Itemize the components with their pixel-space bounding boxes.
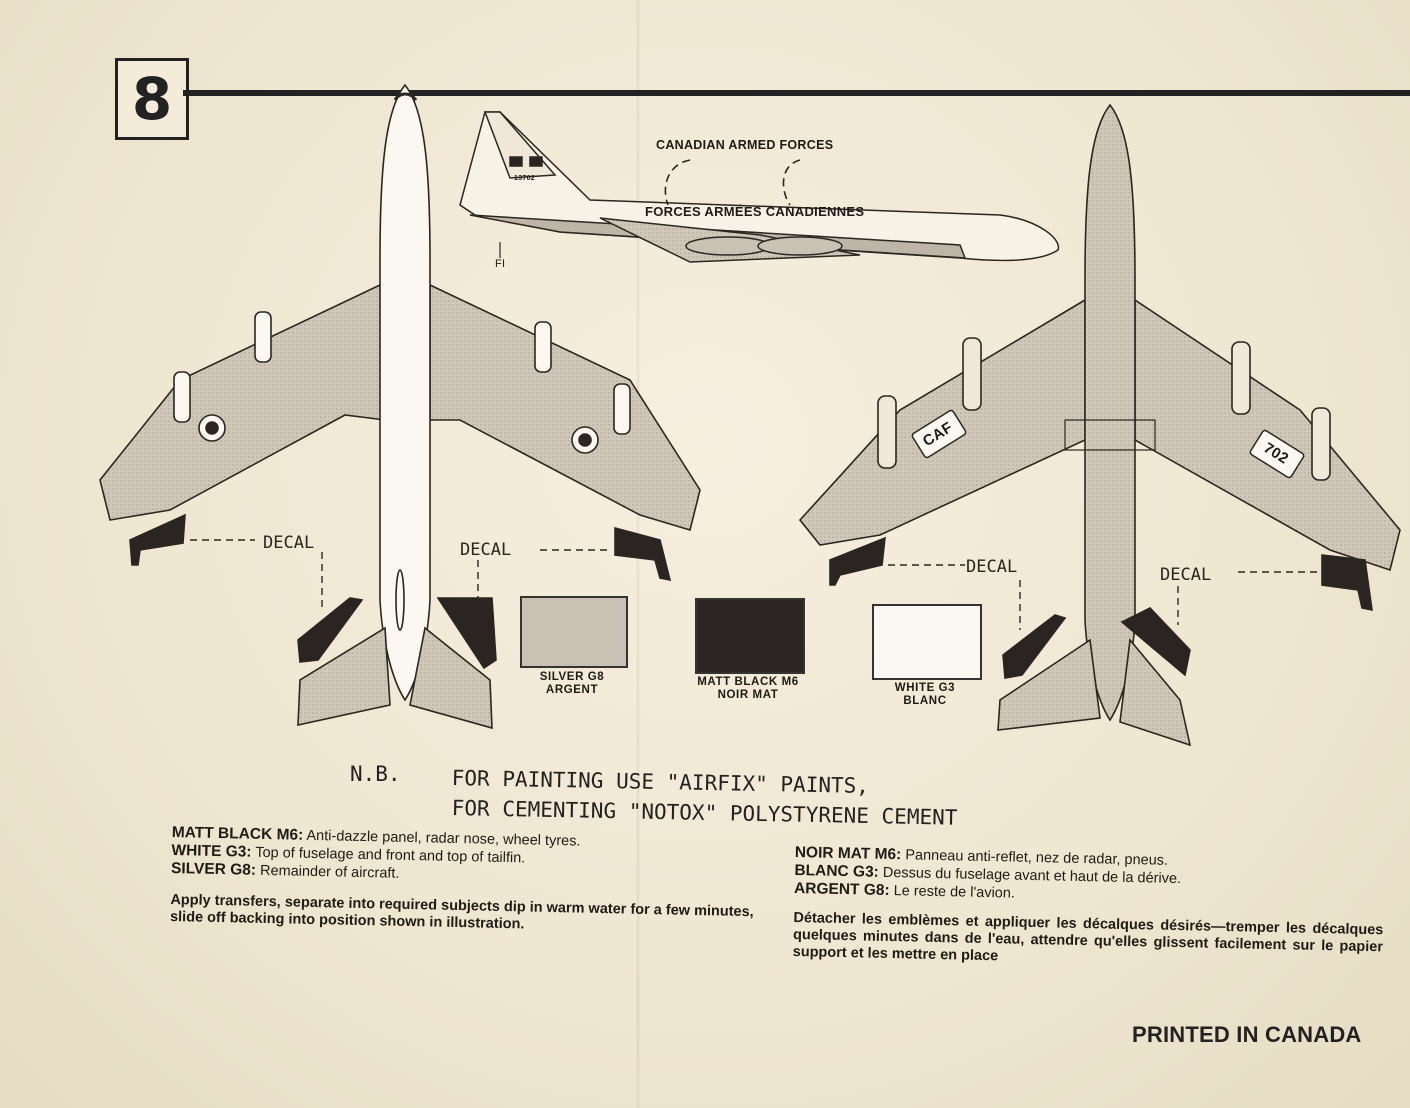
printed-in-canada: PRINTED IN CANADA — [1132, 1022, 1362, 1047]
header-rule — [183, 90, 1410, 96]
step-number-box: 8 — [115, 58, 189, 140]
callout-fi: FI — [495, 258, 506, 270]
notes-english: MATT BLACK M6: Anti-dazzle panel, radar … — [170, 824, 772, 939]
decal-label-2: DECAL — [460, 540, 512, 560]
nb-prefix: N.B. — [350, 762, 401, 786]
notes-french: NOIR MAT M6: Panneau anti-reflet, nez de… — [793, 844, 1385, 973]
side-view-aircraft — [459, 111, 1060, 263]
decal-label-1: DECAL — [263, 533, 315, 553]
decal-leader-lines-right — [888, 564, 1320, 630]
swatch-matt-black — [695, 598, 805, 674]
decal-leader-lines-left — [190, 539, 612, 610]
decal-label-4: DECAL — [1160, 565, 1212, 585]
step-number: 8 — [131, 65, 173, 133]
side-title-fr: FORCES ARMÉES CANADIENNES — [645, 204, 865, 219]
decal-label-3: DECAL — [966, 557, 1018, 577]
side-view-leader-lines — [664, 159, 801, 206]
side-title-en: CANADIAN ARMED FORCES — [656, 138, 834, 152]
swatch-silver — [520, 596, 628, 668]
tail-number: 13702 — [514, 175, 535, 182]
top-view-aircraft — [99, 83, 701, 730]
wing-code-badges — [911, 409, 1305, 479]
swatch-white — [872, 604, 982, 680]
